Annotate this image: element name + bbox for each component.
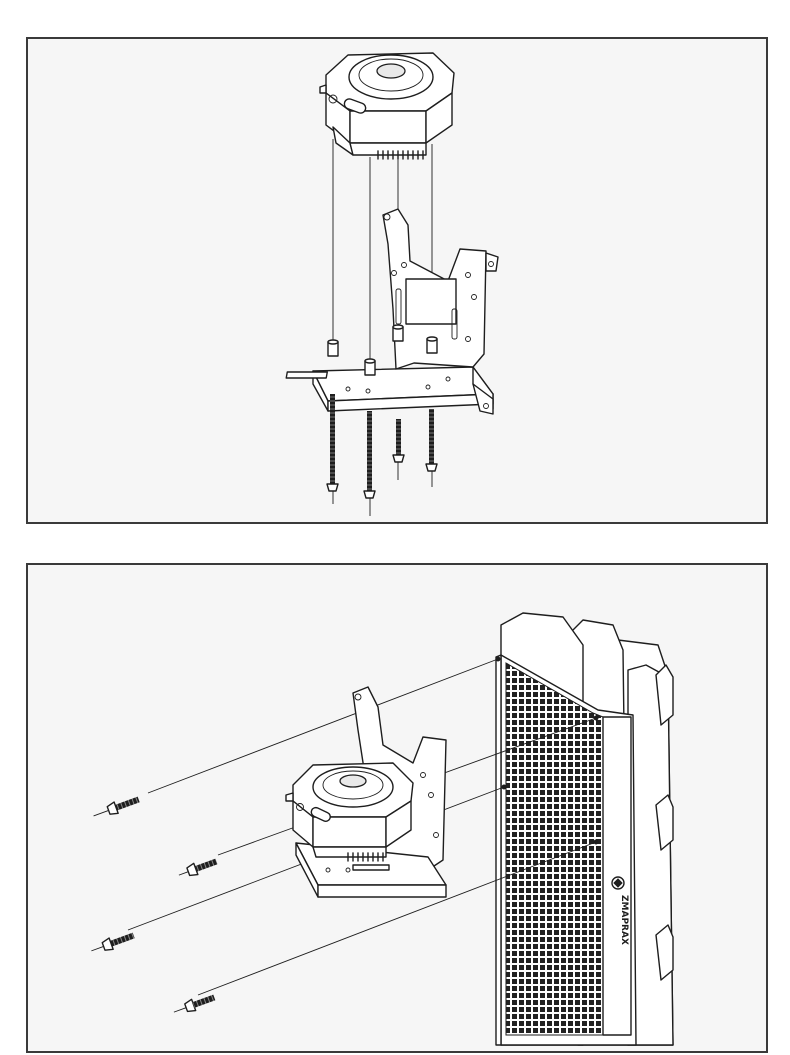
radiator-fin-mesh <box>505 662 604 1036</box>
fan-clip <box>655 924 674 981</box>
pump-fins <box>377 150 424 160</box>
screws <box>91 796 218 1013</box>
standoff <box>392 324 404 342</box>
standoff <box>364 358 376 376</box>
screw <box>392 419 405 480</box>
bracket-assembly <box>285 686 447 898</box>
screws <box>326 394 438 516</box>
screw <box>91 932 135 952</box>
step-2-panel: ZMAPRAX <box>26 563 768 1053</box>
radiator-side-edge <box>495 654 502 1046</box>
brand-logo-mark <box>611 876 625 890</box>
fan-clip <box>655 794 674 851</box>
screw <box>363 411 376 516</box>
mounting-bracket <box>285 208 499 415</box>
screw <box>425 409 438 487</box>
pump-block <box>285 762 414 862</box>
standoffs <box>327 324 438 376</box>
brand-label: ZMAPRAX <box>619 895 629 945</box>
screw <box>173 994 216 1013</box>
step-1-panel <box>26 37 768 524</box>
radiator-side-tank <box>602 716 632 1036</box>
standoff <box>327 339 339 357</box>
screw <box>93 796 140 817</box>
screw <box>178 858 218 877</box>
fan-clip <box>655 664 674 726</box>
step-1-diagram <box>285 52 499 516</box>
radiator: ZMAPRAX <box>495 612 674 1046</box>
pump-fins <box>347 852 384 862</box>
pump-block <box>319 52 455 160</box>
screw <box>326 394 339 504</box>
step-2-diagram: ZMAPRAX <box>91 612 674 1046</box>
standoff <box>426 336 438 354</box>
